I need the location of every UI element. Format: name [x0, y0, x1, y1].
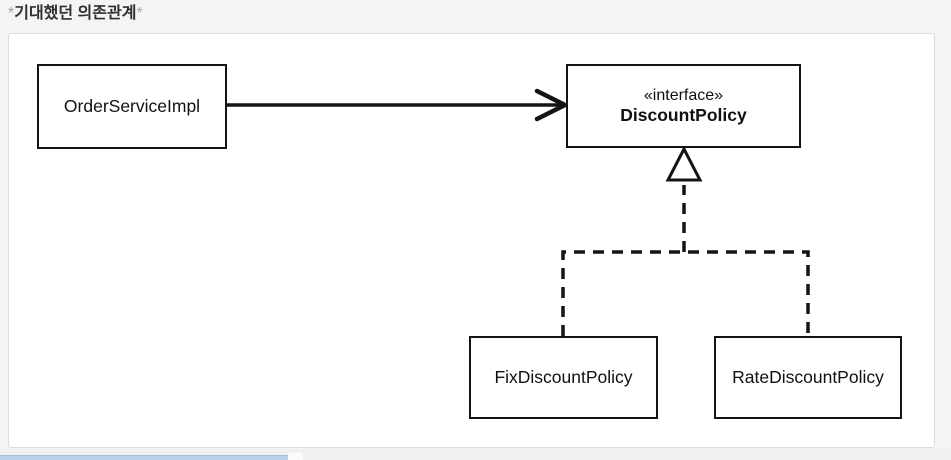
node-label: RateDiscountPolicy — [732, 367, 884, 387]
partial-white-chip — [288, 453, 303, 460]
node-label: FixDiscountPolicy — [494, 367, 633, 387]
page-title-text: 기대했던 의존관계 — [14, 5, 137, 22]
node-fix-discount-policy: FixDiscountPolicy — [469, 336, 658, 419]
node-rate-discount-policy: RateDiscountPolicy — [714, 336, 902, 419]
uml-diagram-canvas: OrderServiceImpl «interface» DiscountPol… — [8, 33, 935, 448]
title-asterisk-left: * — [8, 5, 15, 22]
title-asterisk-right: * — [136, 5, 143, 22]
bottom-strip — [0, 449, 951, 460]
node-discount-policy-interface: «interface» DiscountPolicy — [566, 64, 801, 148]
node-label: OrderServiceImpl — [63, 96, 201, 116]
node-order-service-impl: OrderServiceImpl — [37, 64, 227, 149]
dependency-arrowhead-icon — [534, 88, 571, 122]
partial-blue-element-edge — [0, 455, 288, 460]
page-title: *기대했던 의존관계* — [8, 3, 143, 25]
realization-dashed-branch — [561, 250, 810, 336]
realization-hollow-triangle-icon — [665, 145, 703, 182]
node-label: DiscountPolicy — [620, 104, 747, 125]
interface-stereotype-label: «interface» — [643, 86, 724, 104]
